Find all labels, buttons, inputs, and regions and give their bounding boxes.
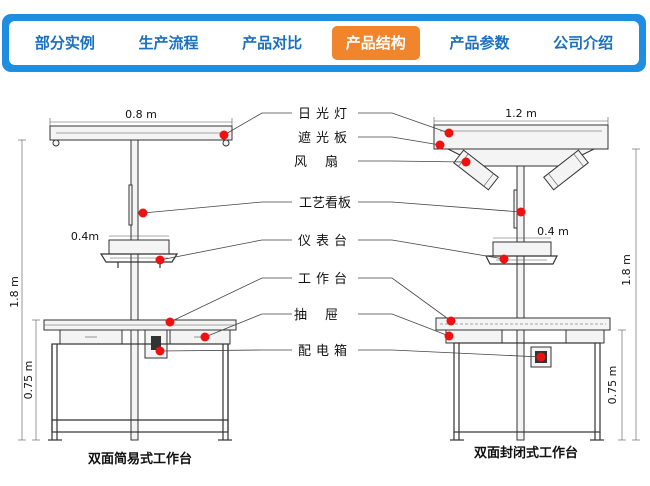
- marker-power-right: [536, 352, 546, 362]
- label-shade: 遮光板: [298, 130, 352, 146]
- right-fan-right: [543, 149, 589, 191]
- left-instrument-shelf: [108, 239, 170, 255]
- label-drawer: 抽屉: [294, 308, 356, 323]
- dim-left-height: 1.8 m: [8, 276, 21, 308]
- marker-table-left: [165, 317, 175, 327]
- marker-lamp-left: [219, 130, 229, 140]
- label-process-board: 工艺看板: [299, 195, 351, 211]
- marker-board-right: [516, 207, 526, 217]
- tab-company[interactable]: 公司介绍: [553, 34, 614, 52]
- tab-examples[interactable]: 部分实例: [34, 34, 95, 52]
- marker-drawer-right: [444, 331, 454, 341]
- nav-bar-frame: 部分实例 生产流程 产品对比 产品结构 产品参数 公司介绍: [2, 14, 646, 72]
- marker-shade-right: [435, 140, 445, 150]
- nav-bar: 部分实例 生产流程 产品对比 产品结构 产品参数 公司介绍: [9, 21, 639, 65]
- right-drawer-1: [445, 329, 503, 344]
- dim-right-height: 1.8 m: [620, 254, 633, 286]
- dim-left-bench-height: 0.75 m: [22, 361, 35, 400]
- caption-left: 双面简易式工作台: [88, 451, 192, 467]
- markers: [138, 128, 546, 362]
- tab-parameters[interactable]: 产品参数: [449, 34, 510, 52]
- right-lamp-canopy: [433, 124, 609, 150]
- tab-structure[interactable]: 产品结构: [331, 26, 420, 60]
- right-center-post: [516, 165, 525, 441]
- right-workbench: [433, 117, 640, 441]
- dim-left-shelf: 0.4m: [71, 230, 99, 243]
- dim-left-top: 0.8 m: [125, 108, 157, 121]
- label-power-box: 配电箱: [298, 343, 352, 359]
- label-fan: 风扇: [294, 154, 356, 170]
- marker-shelf-right: [499, 254, 509, 264]
- left-workbench: [18, 118, 237, 441]
- component-labels: 日光灯 遮光板 风扇 工艺看板 仪表台 工作台 抽屉 配电箱: [294, 107, 356, 359]
- marker-power-left: [155, 346, 165, 356]
- marker-shelf-left: [155, 255, 165, 265]
- label-instrument-shelf: 仪表台: [298, 234, 352, 249]
- dimension-labels: 0.8 m 1.2 m 0.4m 0.4 m 1.8 m 0.75 m 1.8 …: [8, 107, 633, 404]
- dim-right-shelf: 0.4 m: [537, 225, 569, 238]
- leader-lines: [142, 112, 542, 358]
- marker-fan-right: [461, 157, 471, 167]
- marker-lamp-right: [444, 128, 454, 138]
- marker-drawer-left: [200, 332, 210, 342]
- label-lamp: 日光灯: [298, 107, 352, 122]
- marker-table-right: [446, 316, 456, 326]
- tab-comparison[interactable]: 产品对比: [242, 34, 303, 52]
- caption-right: 双面封闭式工作台: [474, 445, 578, 461]
- left-center-post: [130, 139, 139, 441]
- right-instrument-shelf: [492, 241, 552, 257]
- label-work-table: 工作台: [298, 272, 352, 287]
- dim-right-top: 1.2 m: [505, 107, 537, 120]
- dim-right-bench-height: 0.75 m: [606, 366, 619, 405]
- tab-production[interactable]: 生产流程: [138, 34, 199, 52]
- right-drawer-2: [565, 329, 605, 344]
- marker-board-left: [138, 208, 148, 218]
